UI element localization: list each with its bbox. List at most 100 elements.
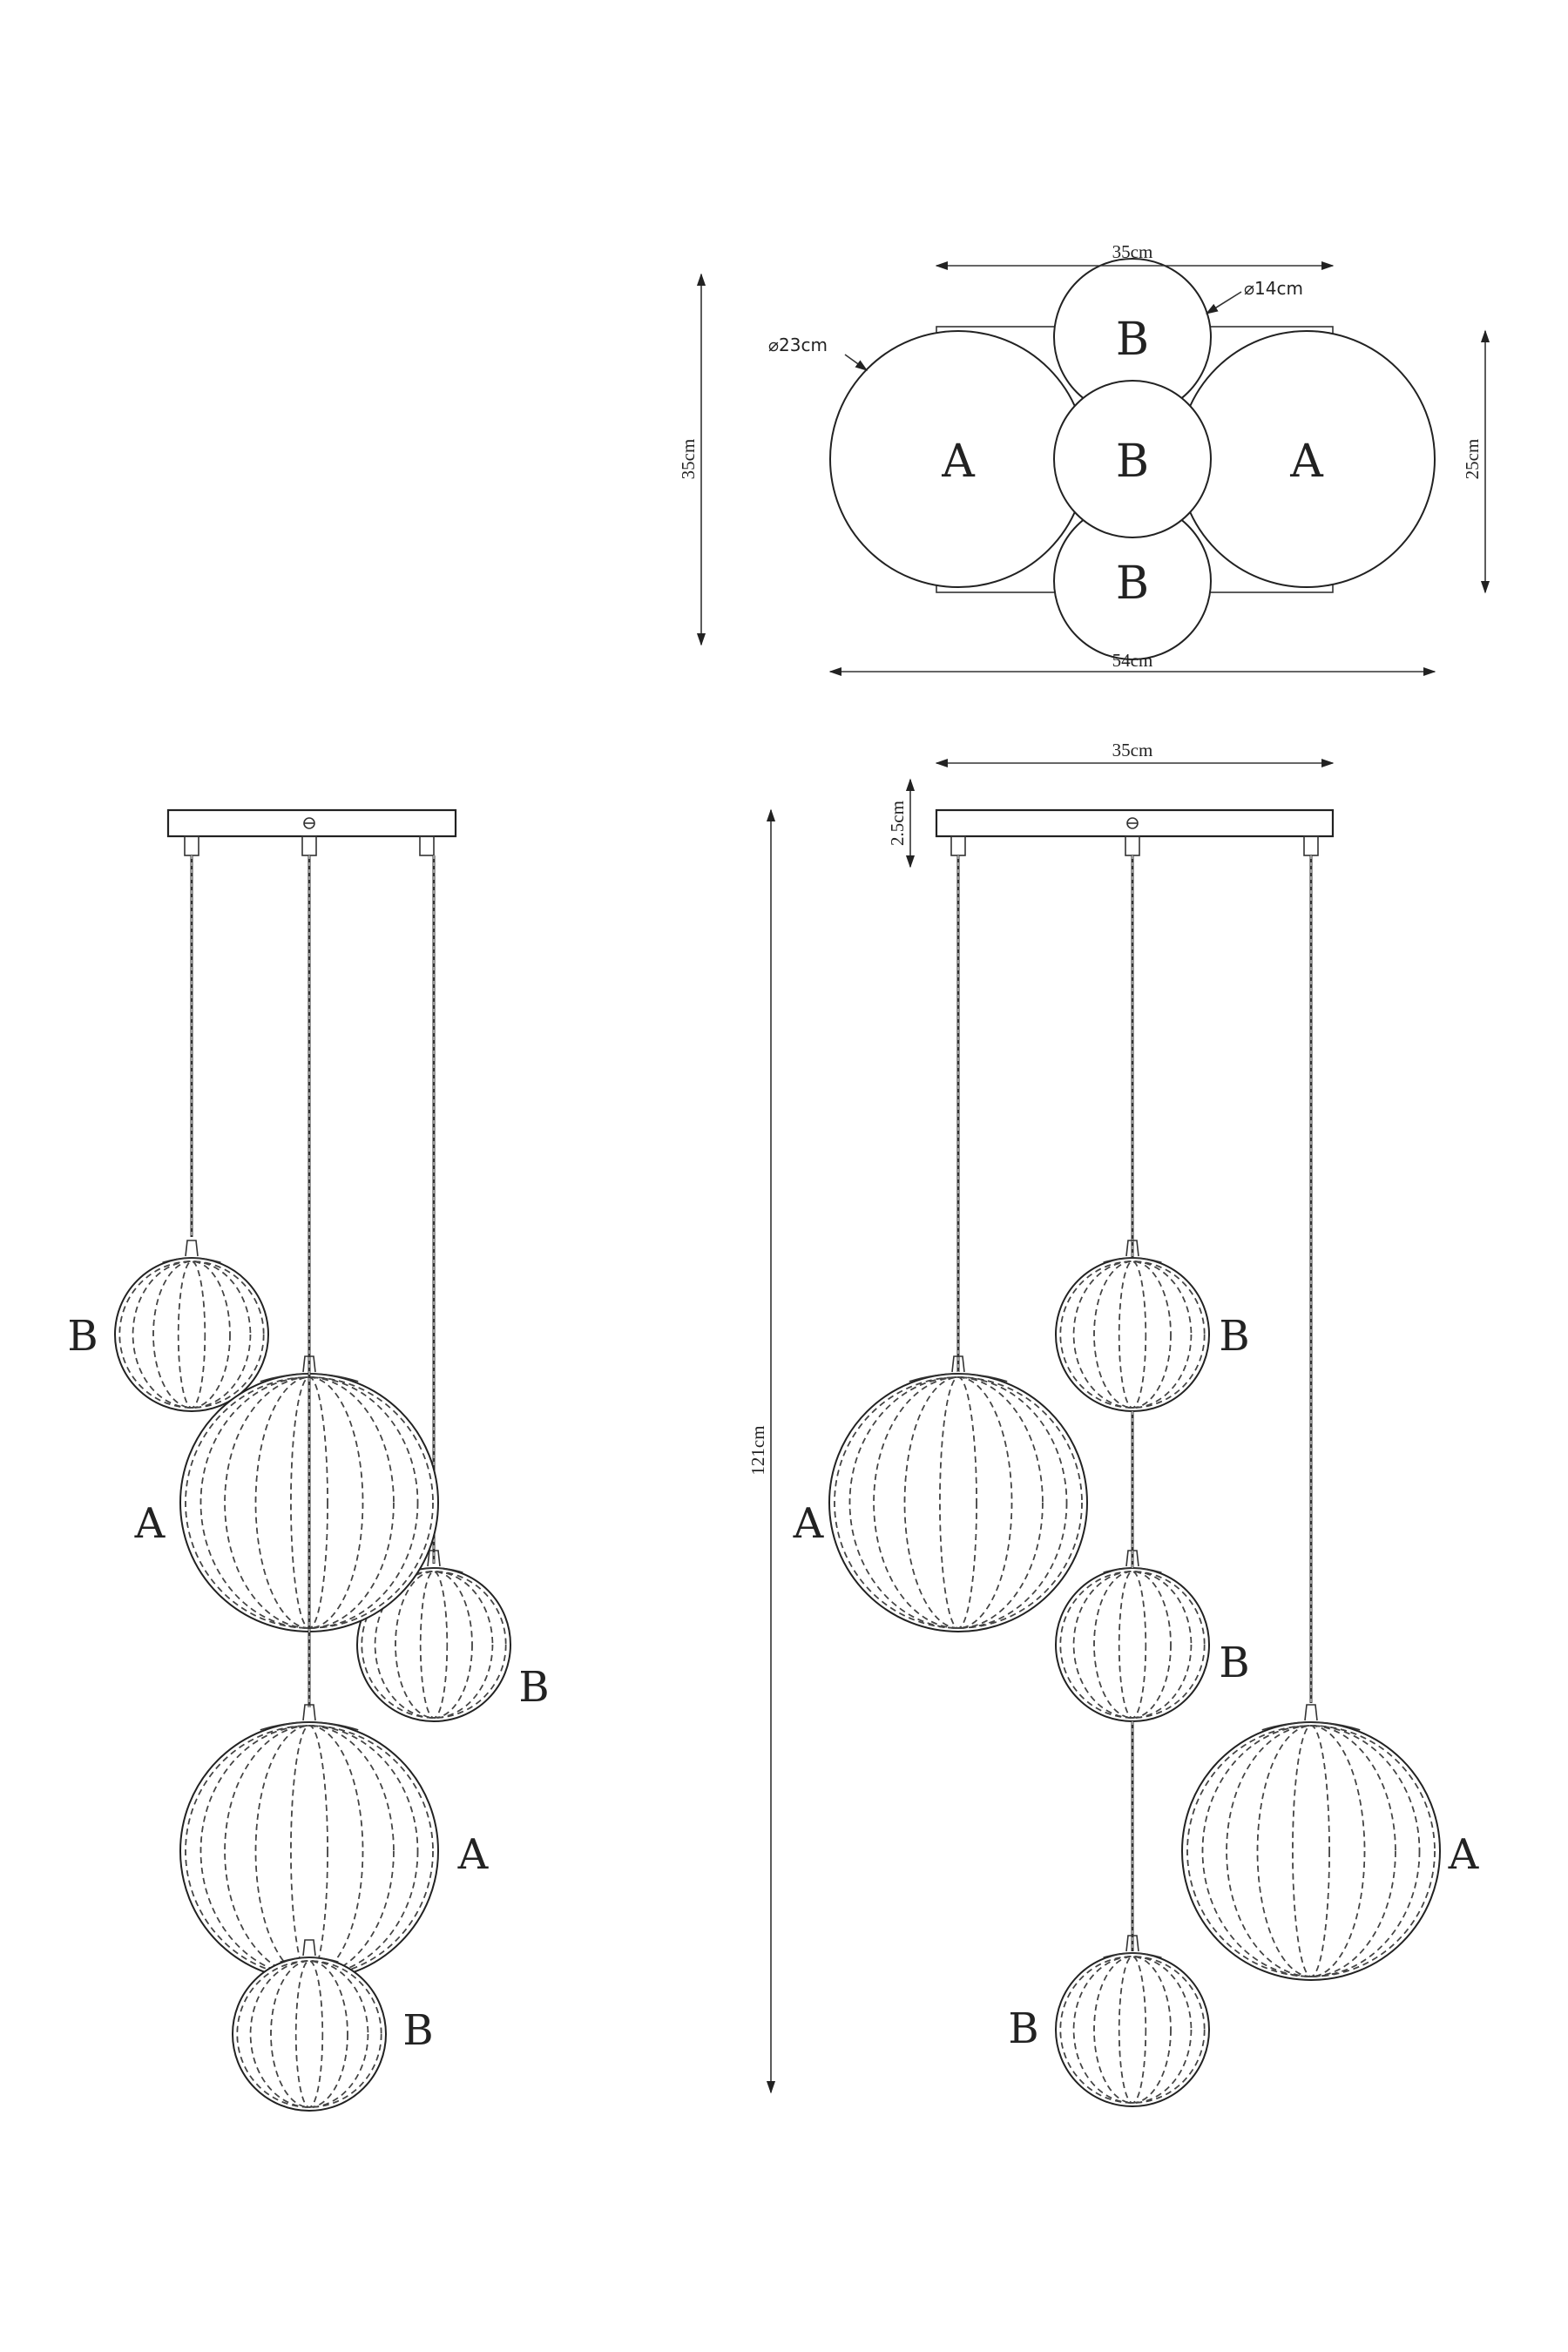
top-right-height-label: 25cm	[1462, 439, 1483, 480]
front-globes	[114, 855, 511, 2112]
side-cord-grip	[1125, 835, 1140, 856]
globe-rib	[1072, 1260, 1193, 1409]
top-view: A B B B A 35cm ⌀14cm ⌀23cm 35cm 25cm 54c…	[678, 241, 1490, 677]
ribbed-globe	[114, 1240, 269, 1412]
side-globe-label: B	[1008, 2004, 1038, 2053]
globe-rib	[118, 1260, 265, 1409]
side-globes	[828, 855, 1441, 2107]
front-globe-label: A	[457, 1830, 490, 1879]
ribbed-globe	[1181, 1704, 1441, 1981]
globe-rib	[199, 1376, 419, 1629]
globe-rib	[873, 1376, 1044, 1629]
globe-rib	[1256, 1725, 1366, 1977]
side-canopy-height-label: 2.5cm	[887, 801, 908, 846]
globe-outline	[1055, 1257, 1210, 1412]
ribbed-globe	[356, 1550, 511, 1722]
globe-rib	[270, 1960, 348, 2108]
globe-rib	[1093, 1571, 1172, 1719]
globe-outline	[1181, 1721, 1441, 1981]
globe-rib	[848, 1376, 1068, 1629]
globe-rib	[1059, 1260, 1206, 1409]
side-globe-label: A	[1448, 1830, 1480, 1879]
globe-rib	[185, 1725, 434, 1977]
top-globe-b-center	[1053, 380, 1212, 538]
ribbed-globe	[828, 1355, 1088, 1632]
globe-rib	[395, 1571, 473, 1719]
front-globe-label: B	[518, 1663, 549, 1712]
globe-cap	[1103, 1952, 1162, 1959]
globe-outline	[114, 1257, 269, 1412]
top-globe-label: A	[941, 436, 976, 488]
globe-rib	[1059, 1571, 1206, 1719]
front-globe-label: B	[67, 1312, 98, 1361]
globe-fitter	[951, 1355, 965, 1373]
globe-rib	[224, 1376, 395, 1629]
ribbed-globe	[1055, 1240, 1210, 1412]
overall-height-label: 121cm	[747, 1425, 768, 1475]
side-view: 35cm 2.5cm 121cm B A B A B	[747, 740, 1480, 2107]
globe-fitter	[427, 1550, 441, 1567]
ribbed-globe	[232, 1939, 387, 2112]
top-width-label: 35cm	[1112, 241, 1153, 262]
globe-cap	[1103, 1257, 1162, 1264]
globe-rib	[1226, 1725, 1396, 1977]
globe-rib	[1093, 1260, 1172, 1409]
globe-rib	[903, 1376, 1013, 1629]
globe-fitter	[1125, 1240, 1139, 1257]
side-cord-grip	[1303, 835, 1319, 856]
globe-rib	[199, 1725, 419, 1977]
top-globe-label: B	[1116, 314, 1149, 366]
front-cord-grip	[301, 835, 317, 856]
front-globe-label: A	[134, 1499, 166, 1548]
globe-rib	[132, 1260, 252, 1409]
top-height-label: 35cm	[678, 439, 699, 480]
globe-rib	[1093, 1956, 1172, 2104]
small-diameter-label: ⌀14cm	[1244, 278, 1303, 299]
globe-cap	[909, 1373, 1008, 1382]
globe-rib	[1059, 1956, 1206, 2104]
globe-rib	[249, 1960, 369, 2108]
ribbed-globe	[1055, 1935, 1210, 2107]
top-overall-width-label: 54cm	[1112, 650, 1153, 671]
globe-rib	[254, 1725, 364, 1977]
globe-rib	[224, 1725, 395, 1977]
front-cord-grip	[184, 835, 199, 856]
globe-rib	[1201, 1725, 1421, 1977]
globe-cap	[1103, 1567, 1162, 1574]
globe-rib	[361, 1571, 507, 1719]
side-canopy-width-label: 35cm	[1112, 740, 1153, 760]
side-globe-label: B	[1219, 1312, 1249, 1361]
side-globe-label: A	[793, 1499, 825, 1548]
globe-rib	[834, 1376, 1083, 1629]
globe-outline	[232, 1957, 387, 2112]
globe-cap	[280, 1957, 339, 1963]
front-view: B A B A B	[67, 808, 550, 2112]
globe-fitter	[302, 1939, 316, 1957]
side-cord-grip	[950, 835, 966, 856]
large-diameter-label: ⌀23cm	[768, 335, 828, 355]
globe-fitter	[1304, 1704, 1318, 1721]
top-globe-label: B	[1116, 558, 1149, 610]
top-globe-label: B	[1116, 436, 1149, 488]
small-diameter-leader	[1205, 291, 1242, 314]
globe-rib	[254, 1376, 364, 1629]
front-globe-label: B	[402, 2006, 433, 2055]
globe-outline	[179, 1721, 439, 1981]
globe-rib	[152, 1260, 231, 1409]
globe-outline	[1055, 1567, 1210, 1722]
globe-rib	[1072, 1956, 1193, 2104]
globe-fitter	[185, 1240, 199, 1257]
globe-cap	[162, 1257, 221, 1264]
side-globe-label: B	[1219, 1639, 1249, 1687]
globe-outline	[1055, 1952, 1210, 2107]
large-diameter-leader	[844, 354, 868, 371]
globe-rib	[1186, 1725, 1436, 1977]
ribbed-globe	[179, 1704, 439, 1981]
globe-rib	[374, 1571, 494, 1719]
globe-cap	[1261, 1721, 1361, 1731]
top-globe-label: A	[1289, 436, 1324, 488]
globe-rib	[1072, 1571, 1193, 1719]
front-cord-grip	[419, 835, 435, 856]
ribbed-globe	[1055, 1550, 1210, 1722]
